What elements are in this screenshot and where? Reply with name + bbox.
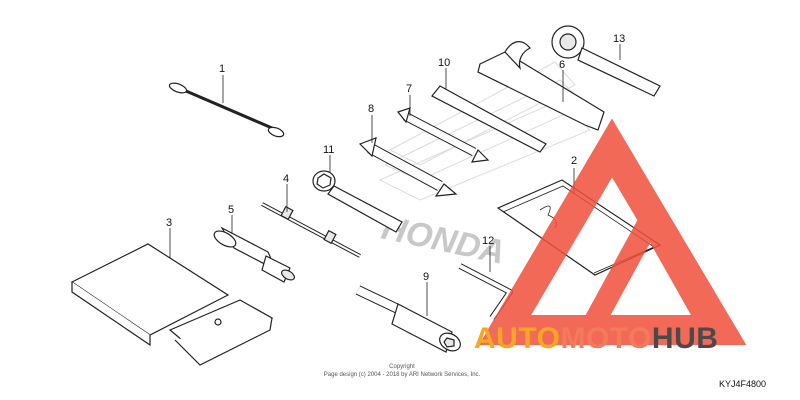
part-7-wrench: [396, 95, 490, 163]
logo-word-auto: AUTO: [474, 322, 560, 355]
callout-8: 8: [368, 103, 374, 115]
logo-triangle-icon: [478, 118, 747, 345]
logo-word-hub: HUB: [652, 322, 719, 355]
callout-9: 9: [423, 271, 429, 283]
callout-2: 2: [571, 155, 577, 167]
callout-12: 12: [482, 235, 494, 247]
callout-4: 4: [283, 173, 289, 185]
callout-3: 3: [166, 217, 172, 229]
automotohub-logo: AUTOMOTOHUB: [474, 118, 747, 355]
callout-7: 7: [406, 83, 412, 95]
part-3-tool-bag: [70, 228, 274, 366]
callout-10: 10: [438, 57, 450, 69]
part-4-screwdriver: [261, 184, 361, 258]
part-5-handle: [213, 215, 295, 283]
part-11-ring-wrench: [312, 155, 403, 233]
copyright-line2: Page design (c) 2004 - 2018 by ARI Netwo…: [324, 372, 481, 378]
part-9-socket-wrench: [355, 282, 461, 353]
logo-word-moto: MOTO: [560, 322, 651, 355]
logo-text: AUTOMOTOHUB: [474, 322, 718, 355]
diagram-code: KYJ4F4800: [719, 379, 766, 389]
copyright-line1: Copyright: [389, 364, 415, 370]
callout-5: 5: [228, 204, 234, 216]
part-13-box-spanner: [551, 25, 661, 97]
callout-1: 1: [219, 63, 225, 75]
part-10-flat-bar: [431, 68, 547, 153]
part-1-cable: [168, 75, 285, 138]
part-8-wrench: [358, 115, 458, 197]
part-6-pin-spanner: [477, 41, 605, 131]
callout-13: 13: [613, 33, 625, 45]
callout-6: 6: [559, 59, 565, 71]
callout-11: 11: [323, 144, 334, 156]
